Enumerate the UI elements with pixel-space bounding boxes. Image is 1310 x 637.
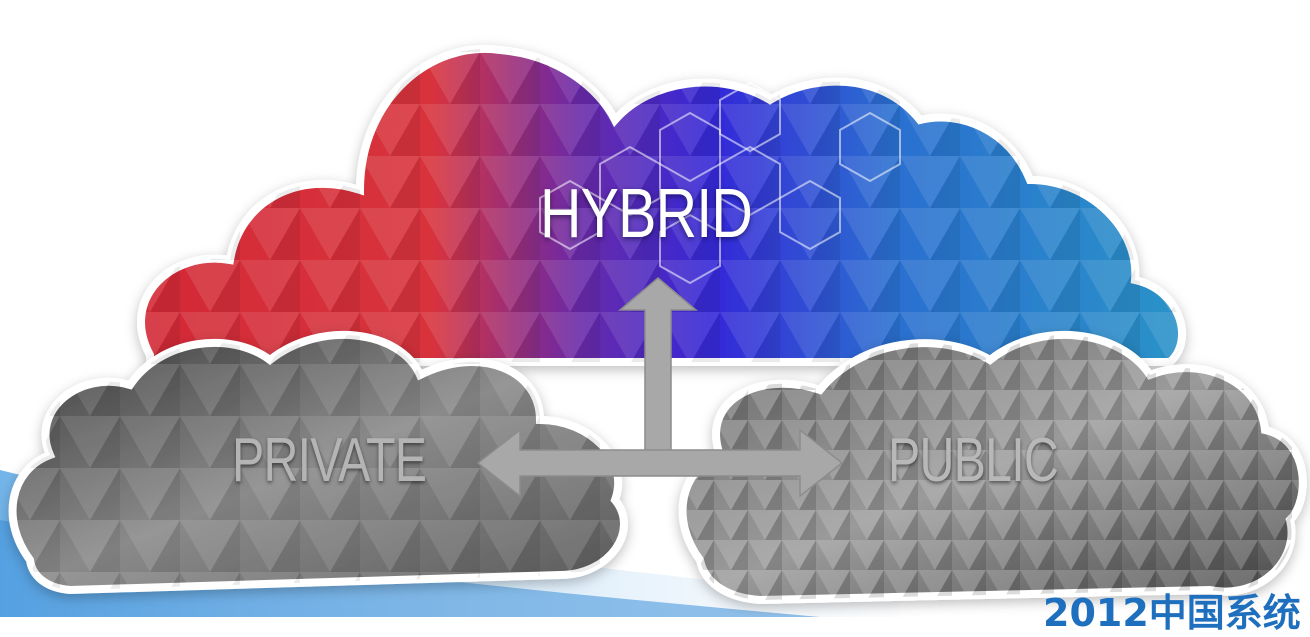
- hybrid-cloud: [137, 44, 1187, 366]
- hybrid-label: HYBRID: [540, 174, 753, 252]
- public-label: PUBLIC: [888, 426, 1059, 495]
- private-cloud: [8, 330, 628, 595]
- private-label: PRIVATE: [232, 426, 427, 495]
- footer-text: 2012中国系统: [1043, 591, 1301, 635]
- cloud-illustration: [0, 44, 1307, 617]
- hybrid-cloud-diagram: HYBRID PRIVATE PUBLIC 2012中国系统: [0, 44, 1307, 635]
- hexagon-pattern: [539, 81, 901, 285]
- public-cloud: [678, 331, 1307, 605]
- connector-arrows: [476, 277, 844, 498]
